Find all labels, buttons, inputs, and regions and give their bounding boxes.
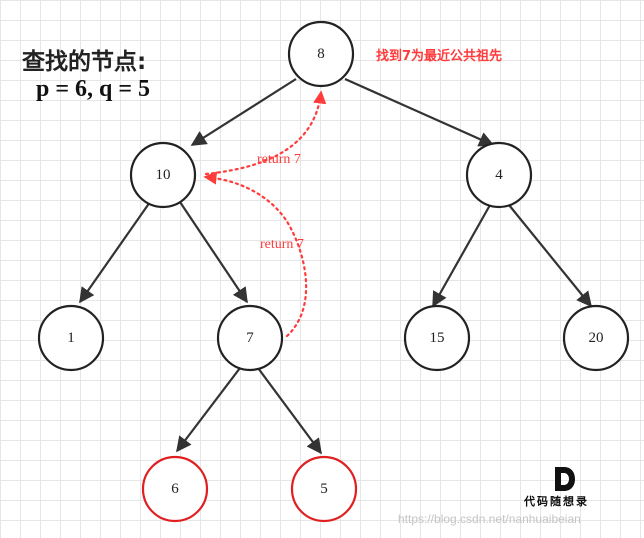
return-label-from-10: return 7: [257, 152, 301, 167]
return-label-from-7: return 7: [260, 237, 304, 252]
tree-node-right-right: 20: [562, 304, 630, 372]
node-value: 20: [589, 330, 604, 346]
tree-node-right: 4: [465, 141, 533, 209]
return-arrow-10-to-8: [204, 90, 327, 176]
edge-8-4: [344, 77, 495, 147]
node-value: 7: [246, 330, 254, 346]
edge-10-7: [179, 201, 248, 304]
node-value: 10: [156, 167, 171, 183]
edge-7-6: [176, 367, 241, 453]
node-value: 4: [495, 167, 503, 183]
query-title: 查找的节点:: [22, 49, 147, 75]
tree-node-target-q: 5: [290, 455, 358, 523]
tree-node-left: 10: [129, 141, 197, 209]
edge-10-1: [79, 201, 151, 304]
logo-d-icon: [555, 467, 575, 491]
edge-4-15: [432, 204, 491, 308]
query-params: p = 6, q = 5: [36, 76, 151, 102]
node-value: 15: [430, 330, 445, 346]
node-value: 1: [67, 330, 75, 346]
edge-4-20: [508, 204, 592, 308]
result-note: 找到7为最近公共祖先: [376, 49, 503, 64]
tree-node-left-left: 1: [37, 304, 105, 372]
node-value: 6: [171, 481, 179, 497]
tree-node-left-right: 7: [216, 304, 284, 372]
edge-8-10: [190, 78, 297, 146]
node-value: 5: [320, 481, 328, 497]
node-value: 8: [317, 46, 325, 62]
tree-node-right-left: 15: [403, 304, 471, 372]
watermark: https://blog.csdn.net/nanhuaibeian: [398, 512, 581, 526]
logo-text: 代码随想录: [524, 495, 589, 508]
tree-node-target-p: 6: [141, 455, 209, 523]
edge-7-5: [257, 367, 322, 455]
return-arrow-7-to-10: [203, 171, 308, 338]
tree-node-root: 8: [287, 20, 355, 88]
